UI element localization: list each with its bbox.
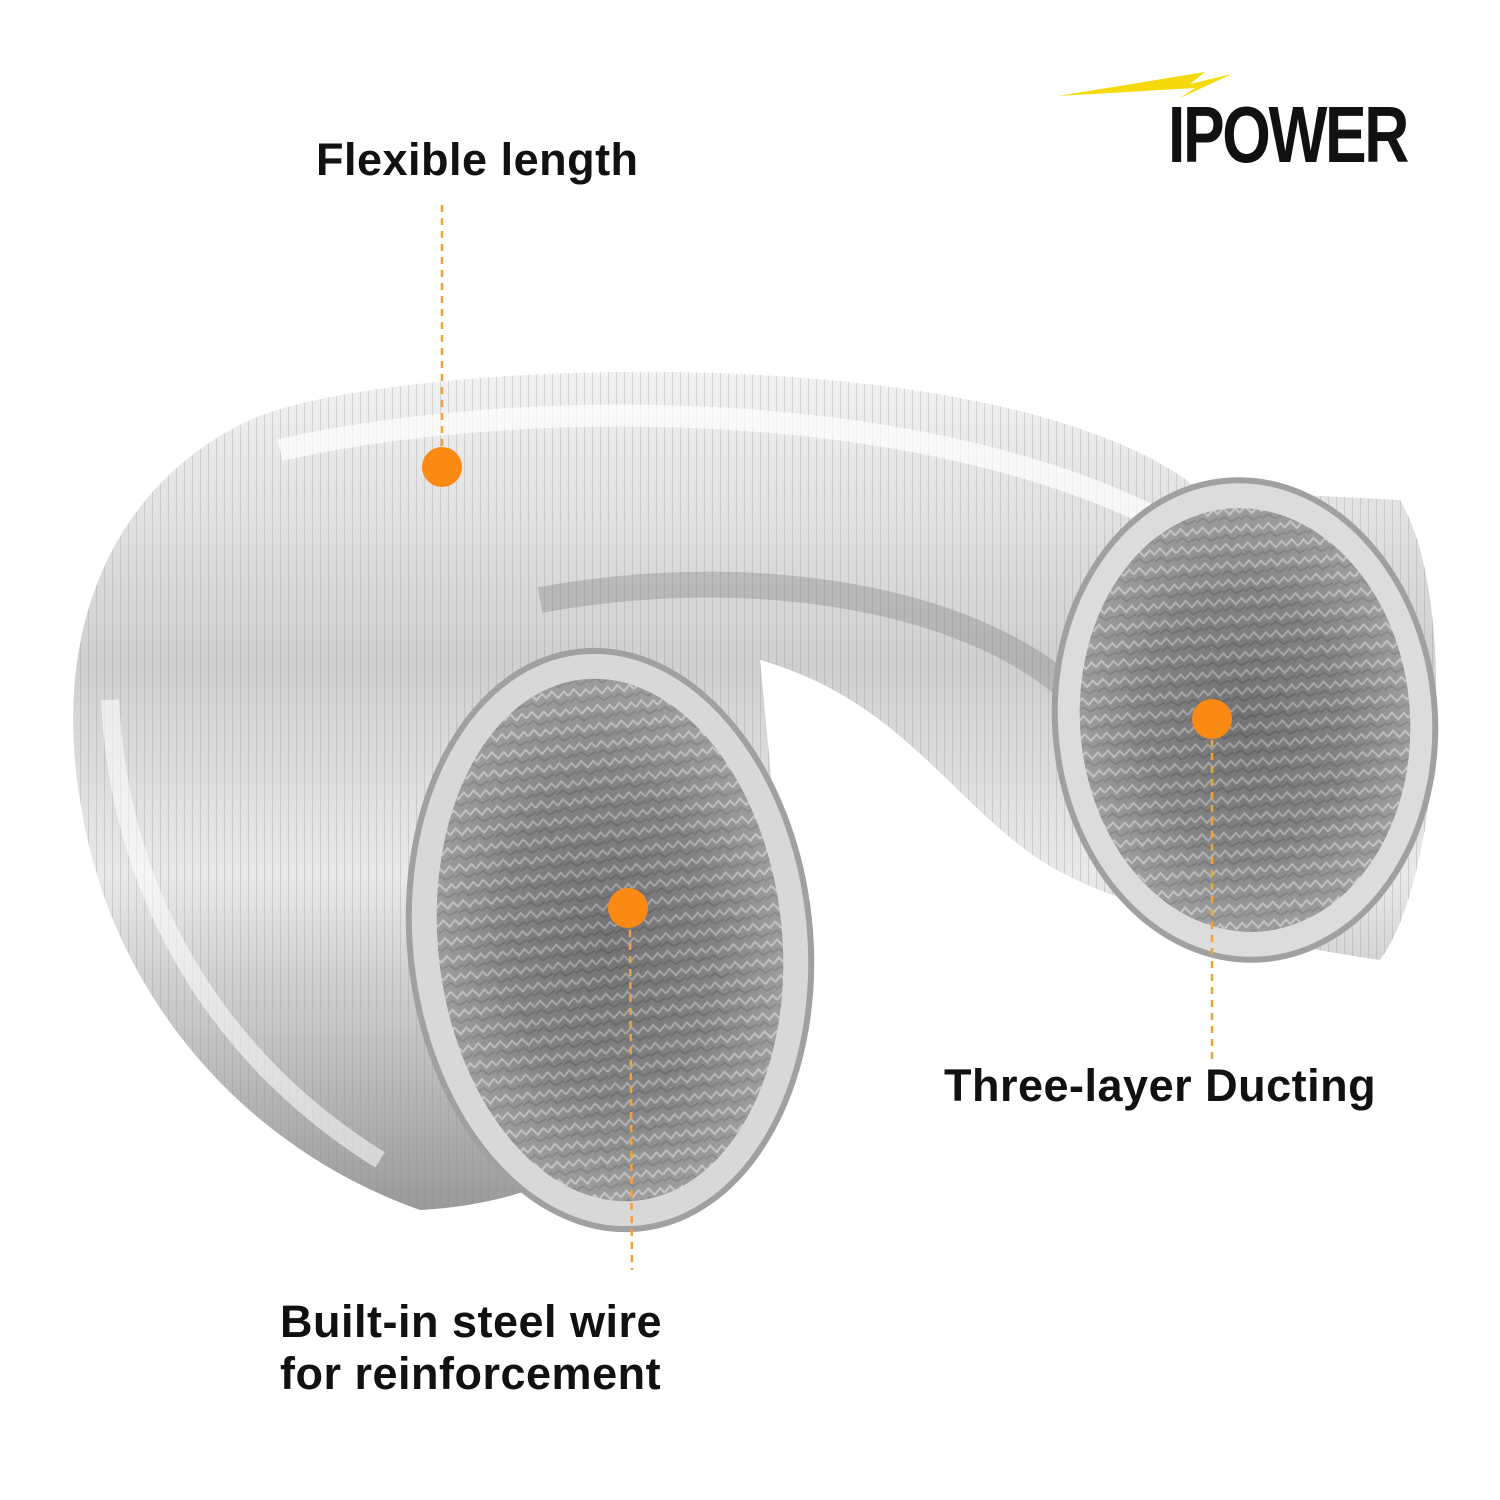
label-steel-wire-line-1: Built-in steel wire bbox=[280, 1296, 663, 1347]
label-steel-wire-line-2: for reinforcement bbox=[280, 1348, 662, 1399]
label-flexible-length: Flexible length bbox=[316, 134, 639, 185]
callout-dot-icon bbox=[422, 447, 462, 487]
label-three-layer-ducting: Three-layer Ducting bbox=[944, 1060, 1377, 1111]
brand-logo: IPOWER bbox=[1168, 90, 1409, 179]
callout-dot-icon bbox=[608, 888, 648, 928]
callout-three-layer bbox=[1192, 699, 1232, 1060]
callout-flexible-length bbox=[422, 205, 462, 487]
left-duct-opening bbox=[405, 647, 815, 1233]
right-duct-opening bbox=[1051, 477, 1439, 963]
label-steel-wire: Built-in steel wire for reinforcement bbox=[280, 1296, 662, 1400]
callout-steel-wire bbox=[608, 888, 648, 1271]
callout-dot-icon bbox=[1192, 699, 1232, 739]
brand-bolt-icon bbox=[1058, 72, 1232, 98]
